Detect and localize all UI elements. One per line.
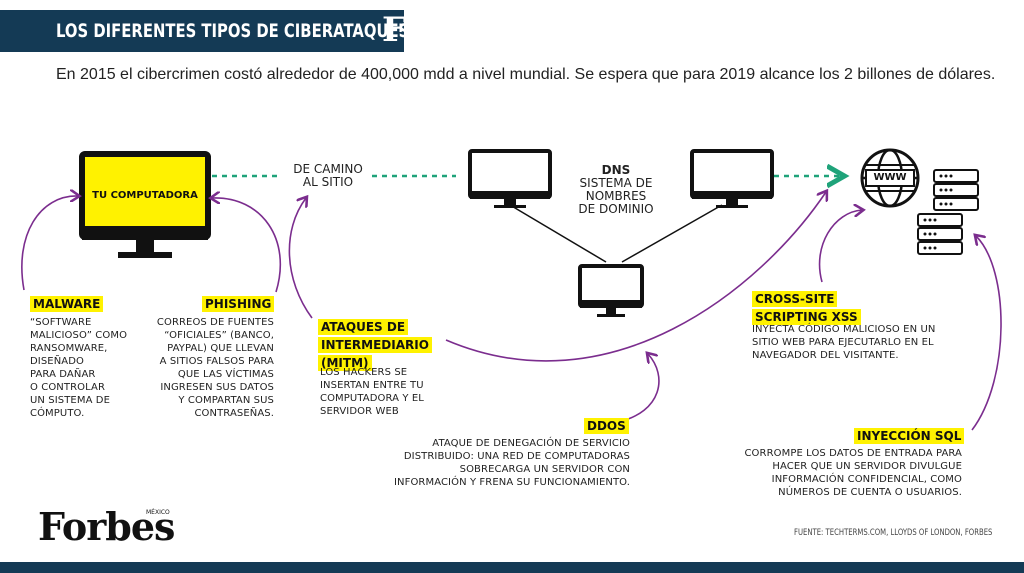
description-line: PAYPAL) QUE LLEVAN — [167, 343, 274, 354]
dns-title: DNS — [601, 163, 631, 177]
dns-line: NOMBRES — [585, 189, 647, 203]
footer-bar — [0, 562, 1024, 573]
description-line: UN SISTEMA DE — [30, 395, 111, 406]
mitm-title: ATAQUES DE INTERMEDIARIO (MITM) — [318, 318, 432, 372]
description-line: CONTRASEÑAS. — [194, 408, 274, 419]
malware-arrow — [21, 196, 78, 291]
phishing-title: PHISHING — [202, 296, 275, 312]
route-label-line: DE CAMINO — [293, 162, 363, 176]
page-subtitle: En 2015 el cibercrimen costó alrededor d… — [56, 66, 996, 83]
mitm-arrow-right — [445, 192, 826, 362]
ddos-title: DDOS — [584, 418, 629, 434]
computer-icon — [79, 151, 211, 258]
description-line: CÓMPUTO. — [30, 408, 85, 419]
xss-title-line: SCRIPTING XSS — [752, 309, 861, 325]
description-line: CORREOS DE FUENTES — [156, 317, 274, 328]
mitm-title-line: ATAQUES DE — [318, 319, 409, 335]
sql-title: INYECCIÓN SQL — [854, 428, 965, 444]
description-line: DISEÑADO — [30, 356, 85, 367]
description-line: INGRESEN SUS DATOS — [160, 382, 274, 393]
source-credit: FUENTE: TECHTERMS.COM, LLOYDS OF LONDON,… — [793, 528, 992, 538]
description-line: SERVIDOR WEB — [320, 406, 399, 417]
description-line: INSERTAN ENTRE TU — [320, 380, 424, 391]
description-line: ATAQUE DE DENEGACIÓN DE SERVICIO — [432, 438, 630, 449]
dns-monitor-left-icon — [468, 149, 552, 208]
description-line: CORROMPE LOS DATOS DE ENTRADA PARA — [744, 448, 962, 459]
forbes-f-logo: F — [382, 10, 407, 50]
dns-line: SISTEMA DE — [579, 176, 653, 190]
forbes-edition: MÉXICO — [146, 509, 170, 516]
description-line: NAVEGADOR DEL VISITANTE. — [752, 350, 899, 361]
description-line: RANSOMWARE, — [30, 343, 108, 354]
description-line: A SITIOS FALSOS PARA — [159, 356, 274, 367]
www-label: WWW — [873, 172, 907, 183]
forbes-logo: Forbes — [38, 504, 175, 549]
description-line: INYECTA CÓDIGO MALICIOSO EN UN — [752, 324, 936, 335]
description-line: DISTRIBUIDO: UNA RED DE COMPUTADORAS — [403, 451, 630, 462]
phishing-arrow — [212, 198, 282, 293]
ddos-description: ATAQUE DE DENEGACIÓN DE SERVICIO DISTRIB… — [380, 437, 630, 489]
description-line: HACER QUE UN SERVIDOR DIVULGUE — [772, 461, 962, 472]
description-line: “OFICIALES” (BANCO, — [164, 330, 274, 341]
globe-www-icon — [860, 148, 920, 208]
xss-description: INYECTA CÓDIGO MALICIOSO EN UN SITIO WEB… — [752, 323, 935, 362]
description-line: O CONTROLAR — [30, 382, 106, 393]
dns-label: DNS SISTEMA DE NOMBRES DE DOMINIO — [568, 164, 664, 216]
route-label-line: AL SITIO — [302, 175, 354, 189]
description-line: SITIO WEB PARA EJECUTARLO EN EL — [752, 337, 934, 348]
mitm-arrow-left — [288, 198, 313, 319]
page-title: LOS DIFERENTES TIPOS DE CIBERATAQUES — [56, 20, 410, 42]
description-line: MALICIOSO” COMO — [30, 330, 128, 341]
header-bar — [0, 10, 404, 52]
malware-description: “SOFTWARE MALICIOSO” COMO RANSOMWARE, DI… — [30, 316, 127, 420]
description-line: SOBRECARGA UN SERVIDOR CON — [459, 464, 630, 475]
server-icon-1 — [933, 169, 979, 211]
description-line: INFORMACIÓN Y FRENA SU FUNCIONAMIENTO. — [393, 477, 630, 488]
dns-monitor-right-icon — [690, 149, 774, 208]
dns-line: DE DOMINIO — [578, 202, 654, 216]
phishing-description: CORREOS DE FUENTES “OFICIALES” (BANCO, P… — [140, 316, 274, 420]
malware-title: MALWARE — [30, 296, 104, 312]
dns-monitor-bottom-icon — [578, 264, 644, 317]
ddos-arrow — [617, 354, 660, 423]
mitm-title-line: INTERMEDIARIO — [318, 337, 432, 353]
xss-title-line: CROSS-SITE — [752, 291, 838, 307]
description-line: QUE LAS VÍCTIMAS — [177, 369, 274, 380]
description-line: PARA DAÑAR — [30, 369, 96, 380]
description-line: LOS HACKERS SE — [320, 367, 408, 378]
computer-label: TU COMPUTADORA — [92, 190, 198, 201]
description-line: Y COMPARTAN SUS — [178, 395, 274, 406]
description-line: INFORMACIÓN CONFIDENCIAL, COMO — [771, 474, 962, 485]
sql-description: CORROMPE LOS DATOS DE ENTRADA PARA HACER… — [738, 447, 962, 499]
server-icon-2 — [917, 213, 963, 255]
xss-arrow — [818, 210, 862, 283]
mitm-description: LOS HACKERS SE INSERTAN ENTRE TU COMPUTA… — [320, 366, 424, 418]
description-line: NÚMEROS DE CUENTA O USUARIOS. — [778, 487, 962, 498]
mitm-title-line: (MITM) — [318, 355, 372, 371]
sql-arrow — [971, 236, 1002, 431]
description-line: COMPUTADORA Y EL — [320, 393, 424, 404]
description-line: “SOFTWARE — [30, 317, 92, 328]
xss-title: CROSS-SITE SCRIPTING XSS — [752, 290, 861, 326]
route-label: DE CAMINO AL SITIO — [288, 163, 368, 189]
